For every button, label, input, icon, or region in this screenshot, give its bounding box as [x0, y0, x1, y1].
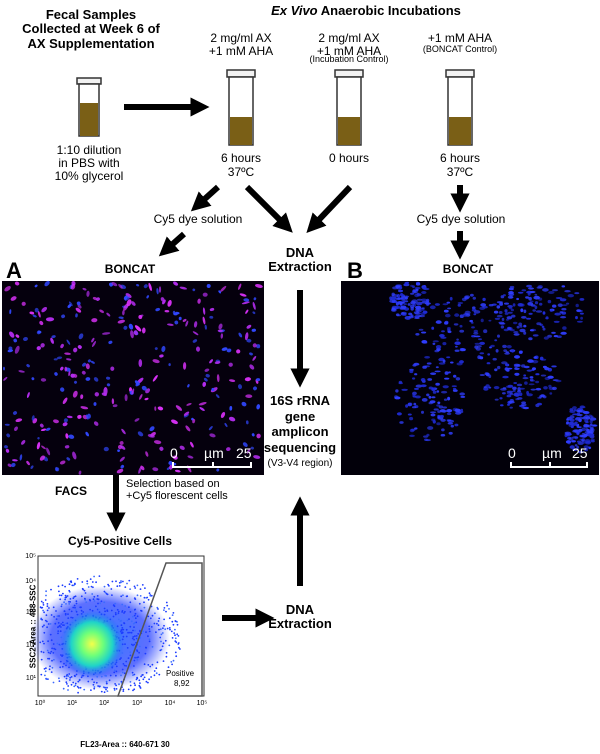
flow-x-tick: 10¹ [66, 700, 78, 707]
tube-3-temp: 37ºC [446, 165, 474, 179]
cy5-dye-left: Cy5 dye solution [153, 212, 243, 226]
scale-b-max: 25 [572, 445, 588, 461]
panel-b-title: BONCAT [442, 262, 494, 276]
flow-y-tick: 10¹ [25, 675, 36, 682]
flow-x-tick: 10² [98, 700, 110, 707]
panel-b-label: B [347, 258, 363, 283]
tube-3-note: (BONCAT Control) [422, 44, 498, 54]
cy5-dye-right: Cy5 dye solution [416, 212, 506, 226]
ex-vivo-label: Ex Vivo [271, 3, 318, 18]
incubations-label: Anaerobic Incubations [317, 3, 461, 18]
scale-bar-a: 0 µm 25 [168, 445, 258, 473]
flow-y-tick: 10³ [25, 609, 36, 616]
sequencing-label: 16S rRNA gene amplicon sequencing [263, 393, 337, 455]
flow-y-tick: 10⁴ [25, 578, 36, 585]
tube-2-time: 0 hours [328, 151, 370, 165]
flow-cytometry-plot [30, 555, 205, 697]
tube-3-time: 6 hours [439, 151, 481, 165]
scale-a-unit: µm [204, 445, 224, 461]
scale-a-zero: 0 [170, 445, 178, 461]
tube-2 [334, 69, 364, 146]
arrow-cy5-to-panel-a [158, 231, 186, 257]
positive-gate [116, 562, 203, 697]
tube-3-label: +1 mM AHA [427, 31, 493, 45]
flow-y-tick: 10⁵ [25, 553, 36, 560]
tube-1-temp: 37ºC [227, 165, 255, 179]
fecal-samples-title: Fecal Samples Collected at Week 6 of AX … [22, 7, 160, 51]
flow-x-tick: 10³ [131, 700, 143, 707]
dna-extraction-bottom: DNA Extraction [268, 602, 332, 632]
flow-xlabel: FL23-Area :: 640-671 30 [80, 740, 170, 749]
tube-3 [445, 69, 475, 146]
arrow-tube1-to-cy5 [190, 184, 221, 212]
microscopy-panel-a [2, 280, 264, 475]
gate-name: Positive [166, 669, 195, 678]
dilution-note: 1:10 dilution in PBS with 10% glycerol [54, 143, 124, 184]
tube-1-time: 6 hours [220, 151, 262, 165]
flow-x-tick: 10⁴ [164, 700, 176, 707]
panel-a-label: A [6, 258, 22, 283]
sample-tube [76, 77, 102, 137]
flow-x-tick: 10⁰ [34, 700, 46, 707]
microscopy-panel-b [341, 281, 599, 475]
dna-extraction-top: DNA Extraction [268, 245, 332, 275]
facs-label: FACS [54, 484, 87, 498]
tube-2-note: (Incubation Control) [309, 54, 389, 64]
scale-b-unit: µm [542, 445, 562, 461]
scale-a-max: 25 [236, 445, 252, 461]
tube-1 [226, 69, 256, 146]
gate-value: 8,92 [174, 679, 190, 688]
flow-title: Cy5-Positive Cells [67, 534, 173, 548]
arrow-tube1-to-dna [244, 184, 293, 233]
flow-y-tick: 10² [25, 642, 36, 649]
tube-1-label: 2 mg/ml AX +1 mM AHA [208, 31, 274, 59]
scale-bar-b: 0 µm 25 [506, 445, 596, 473]
panel-a-title: BONCAT [104, 262, 156, 276]
flow-x-tick: 10⁵ [196, 700, 208, 707]
tube-2-label: 2 mg/ml AX +1 mM AHA [316, 31, 382, 59]
incubations-title: Ex Vivo Anaerobic Incubations [234, 3, 498, 18]
scale-b-zero: 0 [508, 445, 516, 461]
selection-note: Selection based on +Cy5 florescent cells [126, 478, 228, 503]
sequencing-note: (V3-V4 region) [267, 458, 333, 469]
arrow-tube2-to-dna [306, 184, 353, 233]
